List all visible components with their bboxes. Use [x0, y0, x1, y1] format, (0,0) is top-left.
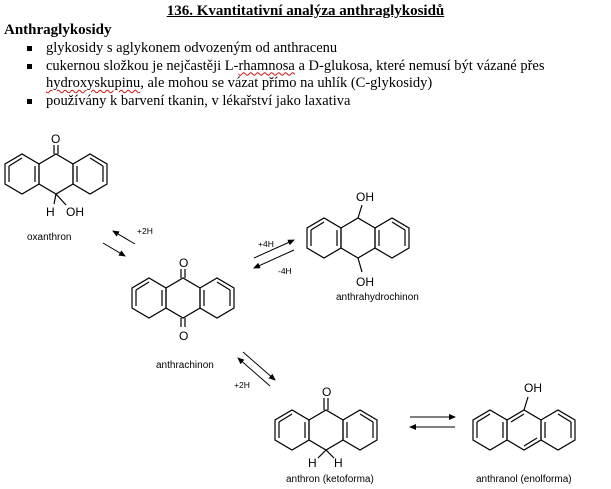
spellcheck-word-rhamnosa: rhamnosa	[238, 57, 295, 74]
oxanthron-h-label: H	[46, 205, 55, 219]
anthrachinon-structure	[131, 269, 235, 327]
condition-minus4h: -4H	[278, 266, 292, 276]
oxanthron-label: oxanthron	[27, 232, 71, 243]
equilibrium-arrows-hydrochinon	[253, 239, 295, 269]
bullet-list: glykosidy s aglykonem odvozeným od anthr…	[0, 40, 611, 110]
oxanthron-oh-label: OH	[66, 205, 84, 219]
condition-plus4h: +4H	[258, 239, 274, 249]
condition-plus2h-anthron: +2H	[234, 380, 250, 390]
bullet-text-2a: cukernou složkou je nejčastěji L-	[46, 57, 239, 74]
anthranol-oh: OH	[524, 381, 542, 395]
spellcheck-word-hydroxyskupinu: hydroxyskupinu	[46, 75, 141, 91]
bullet-square-icon	[27, 63, 32, 69]
anthranol-label: anthranol (enolforma)	[476, 474, 572, 485]
anthron-carbonyl-o: O	[322, 385, 331, 399]
anthranol-structure	[472, 396, 576, 451]
equilibrium-arrows-oxanthron	[102, 230, 136, 257]
bullet-text-1: glykosidy s aglykonem odvozeným od anthr…	[46, 40, 338, 56]
equilibrium-arrows-anthron	[237, 351, 276, 387]
bullet-text-2e: , ale mohou se vázat přímo na uhlík (C-g…	[140, 75, 433, 91]
anthron-structure	[274, 398, 378, 459]
bullet-square-icon	[27, 98, 32, 104]
bullet-text-3: používány k barvení tkanin, v lékařství …	[46, 92, 351, 109]
oxanthron-structure	[4, 145, 108, 206]
section-heading: Anthraglykosidy	[4, 22, 112, 38]
bullet-item-2: cukernou složkou je nejčastěji L-rhamnos…	[0, 58, 611, 93]
anthrachinon-lower-o: O	[179, 329, 188, 343]
anthron-h-left: H	[308, 456, 317, 470]
condition-plus2h-oxanthron: +2H	[137, 226, 153, 236]
bullet-item-1: glykosidy s aglykonem odvozeným od anthr…	[0, 40, 611, 58]
anthron-label: anthron (ketoforma)	[286, 474, 374, 485]
bullet-text-2c: a D-glukosa, které nemusí být vázané pře…	[294, 57, 545, 74]
equilibrium-arrows-tautomer	[409, 414, 456, 430]
bullet-square-icon	[27, 46, 32, 51]
anthrachinon-upper-o: O	[179, 256, 188, 270]
oxanthron-carbonyl-o: O	[51, 132, 60, 146]
bullet-item-3: používány k barvení tkanin, v lékařství …	[0, 93, 611, 111]
anthrahydrochinon-label: anthrahydrochinon	[336, 292, 419, 303]
anthrahydrochinon-structure	[306, 204, 410, 273]
anthron-h-right: H	[334, 456, 343, 470]
anthrahydrochinon-lower-oh: OH	[356, 275, 374, 289]
anthrahydrochinon-upper-oh: OH	[356, 190, 374, 204]
page-title: 136. Kvantitativní analýza anthraglykosi…	[166, 3, 445, 19]
anthrachinon-label: anthrachinon	[156, 360, 214, 371]
